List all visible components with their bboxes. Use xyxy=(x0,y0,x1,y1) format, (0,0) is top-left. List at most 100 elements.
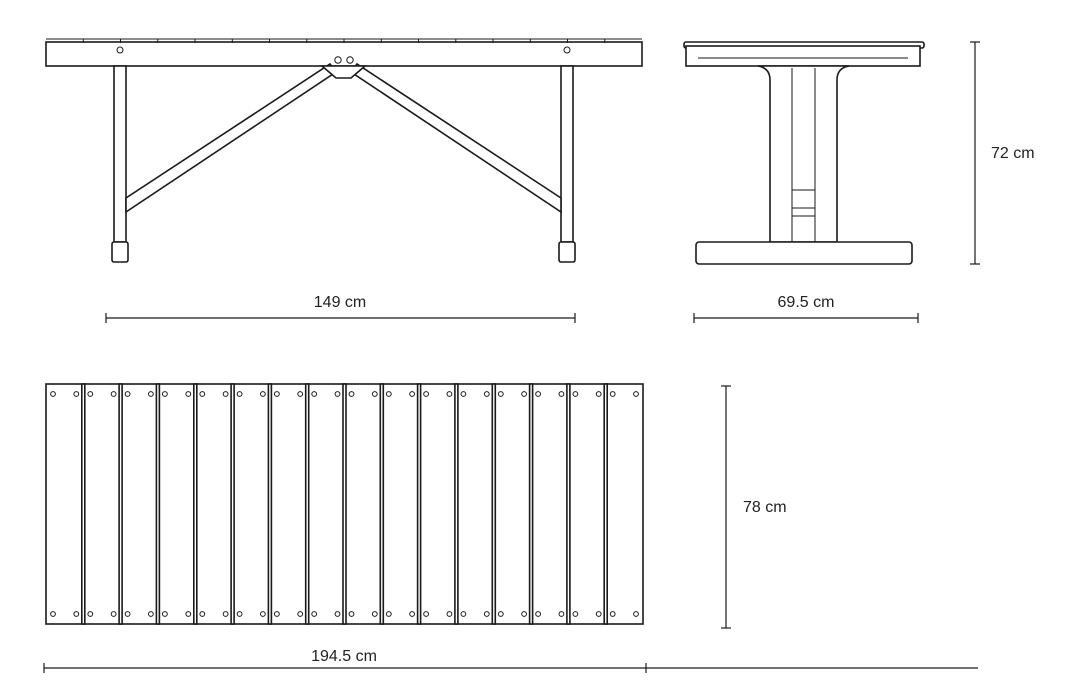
slat-screw xyxy=(483,391,490,397)
slat-gap xyxy=(118,383,123,625)
slat-screw xyxy=(222,391,229,397)
slat-screw xyxy=(460,611,467,617)
slat-screw xyxy=(87,391,94,397)
slat-screw xyxy=(497,611,504,617)
slat-screw xyxy=(633,611,639,617)
slat-screw xyxy=(385,391,392,397)
slat-gap xyxy=(379,383,385,625)
slat-screw xyxy=(385,611,392,617)
slat-screw xyxy=(148,391,154,397)
slat-screw xyxy=(371,611,378,617)
slat-screw xyxy=(185,391,192,397)
slat-gap xyxy=(491,383,497,625)
slat-screw xyxy=(521,611,527,617)
side-tabletop xyxy=(685,45,921,67)
slat-screw xyxy=(535,611,541,617)
slat-screw xyxy=(558,391,565,397)
slat-screw xyxy=(423,611,430,617)
slat-screw xyxy=(497,391,504,397)
slat-gap xyxy=(267,383,273,625)
front-brace-right xyxy=(349,62,562,214)
slat-screw xyxy=(297,391,304,397)
slat-screw xyxy=(162,611,168,617)
front-leg-right xyxy=(560,65,574,243)
slat-screw xyxy=(87,611,94,617)
slat-screw xyxy=(572,391,579,397)
slat-screw xyxy=(124,391,131,397)
slat-screw xyxy=(423,391,430,397)
slat-gap xyxy=(603,383,609,625)
slat-screw xyxy=(124,611,131,617)
slat-screw xyxy=(409,611,416,617)
slat-screw xyxy=(274,611,280,617)
slat-screw xyxy=(185,611,192,617)
slat-screw xyxy=(348,611,355,617)
slat-screw xyxy=(236,391,243,397)
slat-gap xyxy=(81,383,86,625)
slat-screw xyxy=(609,611,616,617)
height-label: 72 cm xyxy=(991,145,1035,162)
slat-screw xyxy=(73,391,80,397)
front-brace-bolt-right xyxy=(346,56,354,64)
front-brace-bracket xyxy=(319,65,368,79)
top-slats xyxy=(50,383,639,625)
slat-screw xyxy=(535,391,541,397)
slat-screw xyxy=(236,611,243,617)
slat-screw xyxy=(199,611,206,617)
front-bolt-right xyxy=(563,46,571,54)
slat-screw xyxy=(222,611,229,617)
slat-screw xyxy=(521,391,527,397)
top-length-label: 194.5 cm xyxy=(311,648,377,665)
front-bolt-left xyxy=(116,46,124,54)
slat-screw xyxy=(371,391,378,397)
slat-screw xyxy=(446,391,453,397)
slat-screw xyxy=(572,611,579,617)
front-leg-left xyxy=(113,65,127,243)
slat-gap xyxy=(342,383,347,625)
side-base xyxy=(695,241,913,265)
slat-screw xyxy=(311,391,318,397)
slat-screw xyxy=(260,391,266,397)
slat-screw xyxy=(260,611,266,617)
front-brace-bolt-left xyxy=(334,56,342,64)
slat-screw xyxy=(148,611,154,617)
slat-screw xyxy=(73,611,80,617)
front-view: 149 cm xyxy=(45,38,643,323)
slat-gap xyxy=(193,383,198,625)
slat-gap xyxy=(230,383,235,625)
slat-screw xyxy=(274,391,280,397)
slat-screw xyxy=(633,391,639,397)
slat-screw xyxy=(50,611,56,617)
slat-screw xyxy=(558,611,565,617)
front-tabletop xyxy=(45,41,643,67)
top-depth-label: 78 cm xyxy=(743,499,787,516)
slat-screw xyxy=(348,391,355,397)
slat-screw xyxy=(334,391,341,397)
slat-screw xyxy=(595,611,602,617)
front-foot-right xyxy=(558,241,576,263)
front-slat-joints xyxy=(46,38,642,43)
slat-screw xyxy=(162,391,168,397)
slat-screw xyxy=(334,611,341,617)
side-view: 69.5 cm 72 cm xyxy=(683,41,1035,323)
slat-screw xyxy=(50,391,56,397)
slat-screw xyxy=(483,611,490,617)
slat-screw xyxy=(110,391,117,397)
front-foot-left xyxy=(111,241,129,263)
slat-gap xyxy=(304,383,310,625)
slat-screw xyxy=(409,391,416,397)
slat-screw xyxy=(446,611,453,617)
front-brace-left xyxy=(125,62,338,214)
slat-screw xyxy=(595,391,602,397)
top-view: 78 cm 194.5 cm xyxy=(43,383,978,673)
slat-screw xyxy=(609,391,616,397)
side-brace-block xyxy=(791,189,816,217)
side-depth-label: 69.5 cm xyxy=(778,294,835,311)
slat-screw xyxy=(311,611,318,617)
slat-screw xyxy=(460,391,467,397)
slat-gap xyxy=(566,383,571,625)
slat-gap xyxy=(454,383,459,625)
slat-gap xyxy=(528,383,534,625)
slat-gap xyxy=(155,383,161,625)
